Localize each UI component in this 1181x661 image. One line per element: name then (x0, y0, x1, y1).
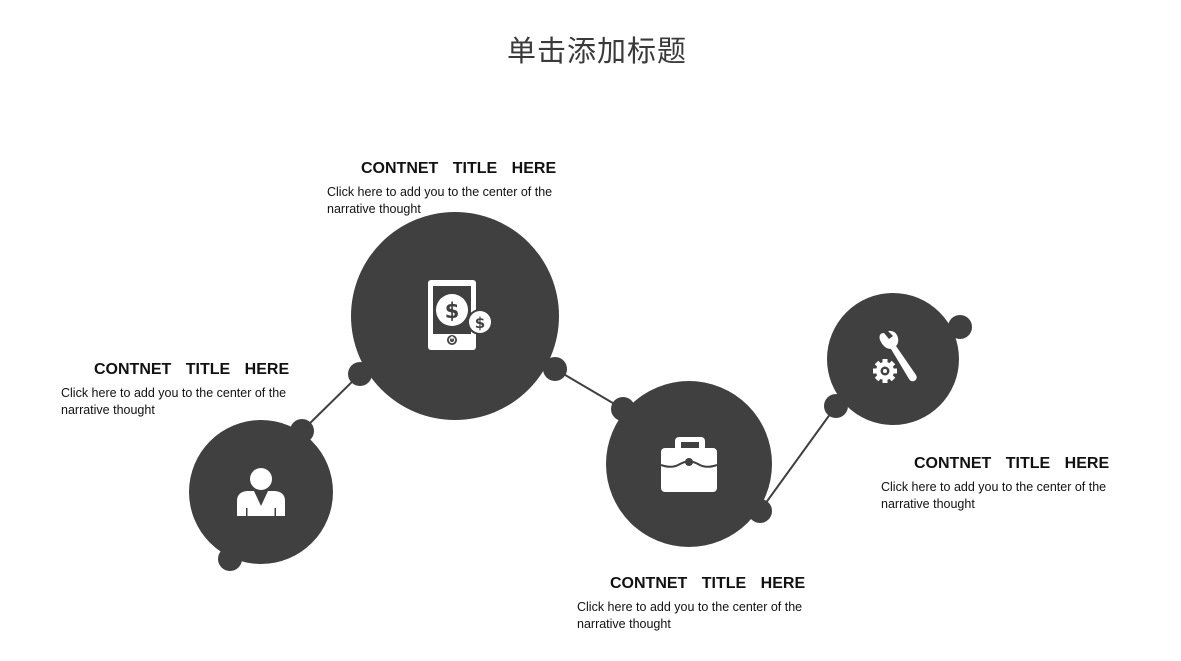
connector-node (543, 357, 567, 381)
step-title-2: CONTNET TITLE HERE (361, 160, 557, 177)
person-icon (237, 468, 285, 516)
connector-node (748, 499, 772, 523)
step-circle-3[interactable] (606, 381, 772, 547)
connector-line-1-2 (301, 373, 361, 432)
connector-line-2-3 (554, 368, 624, 410)
step-title-4: CONTNET TITLE HERE (914, 455, 1110, 472)
step-circle-2[interactable]: $ $ (348, 212, 567, 420)
step-description-3: Click here to add you to the center of t… (577, 600, 803, 631)
svg-text:$: $ (445, 299, 460, 323)
step-text-1: CONTNET TITLE HERE Click here to add you… (61, 361, 331, 419)
mobile-money-icon: $ $ (428, 280, 493, 350)
connector-node (824, 394, 848, 418)
briefcase-icon (660, 437, 718, 492)
step-circle-1[interactable] (189, 419, 333, 571)
connector-line-3-4 (759, 405, 837, 512)
step-description-4: Click here to add you to the center of t… (881, 480, 1107, 511)
step-text-2: CONTNET TITLE HERE Click here to add you… (327, 160, 597, 218)
wrench-gear-icon (873, 330, 917, 383)
step-circle-4[interactable] (824, 293, 972, 425)
connector-node (948, 315, 972, 339)
step-title-1: CONTNET TITLE HERE (94, 361, 290, 378)
connector-node (290, 419, 314, 443)
step-title-3: CONTNET TITLE HERE (610, 575, 806, 592)
connector-node (218, 547, 242, 571)
svg-text:$: $ (475, 314, 485, 332)
connector-node (611, 397, 635, 421)
page-title: 单击添加标题 (506, 34, 687, 68)
step-text-4: CONTNET TITLE HERE Click here to add you… (881, 455, 1151, 513)
connector-node (348, 362, 372, 386)
step-description-2: Click here to add you to the center of t… (327, 185, 553, 216)
step-text-3: CONTNET TITLE HERE Click here to add you… (577, 575, 847, 633)
step-description-1: Click here to add you to the center of t… (61, 386, 287, 417)
